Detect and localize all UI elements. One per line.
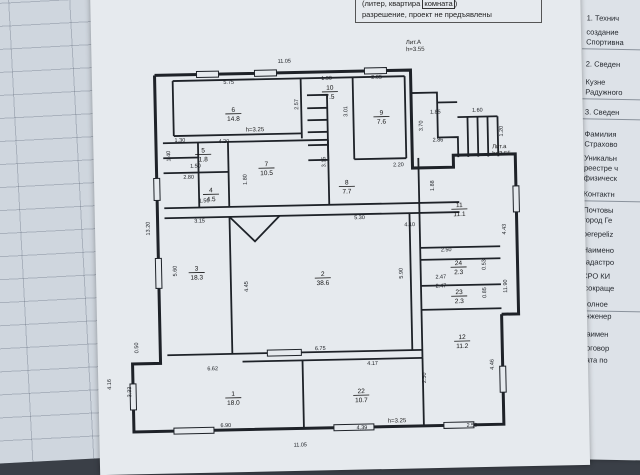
room-number: 23 xyxy=(455,289,463,296)
dimension-label: 1.40 xyxy=(166,151,172,162)
room-area: 11.2 xyxy=(456,343,469,350)
room-number: 6 xyxy=(231,107,235,114)
dimension-label: 13.20 xyxy=(146,222,152,236)
dimension-label: 4.46 xyxy=(490,359,496,370)
floor-plan: 614.8107.597.651.8710.587.744.51111.1318… xyxy=(0,0,640,450)
dimension-label: 11.90 xyxy=(503,279,509,292)
dimension-label: 4.20 xyxy=(219,139,230,145)
room-number: 1 xyxy=(231,391,235,398)
dimension-label: 4.45 xyxy=(244,281,250,292)
dimension-label: 2.50 xyxy=(422,372,428,383)
dimension-label: 1.88 xyxy=(430,180,436,191)
dimension-label: 1.60 xyxy=(472,108,483,114)
room-number: 5 xyxy=(201,147,205,154)
dimension-label: 1.85 xyxy=(430,109,441,115)
dimension-label: 1.50 xyxy=(190,163,201,169)
dimension-label: 3.15 xyxy=(194,218,205,224)
dimension-label: 1.30 xyxy=(174,138,185,144)
room-number: 4 xyxy=(209,187,213,194)
dimension-label: 4.10 xyxy=(404,222,415,228)
dimension-label: 6.75 xyxy=(315,346,326,352)
room-area: 10.5 xyxy=(260,170,273,177)
room-area: 18.3 xyxy=(190,274,203,281)
dimension-label: 3.01 xyxy=(343,106,349,117)
dimension-label: 3.70 xyxy=(419,120,425,131)
room-area: 7.5 xyxy=(325,94,335,101)
dimension-label: 1.50 xyxy=(199,198,210,204)
dimension-label: 2.86 xyxy=(433,137,444,143)
dimension-label: 5.75 xyxy=(223,80,234,86)
dimension-label: 1.90 xyxy=(321,76,332,82)
dimension-label: 2.57 xyxy=(294,99,300,110)
room-area: 2.3 xyxy=(455,298,465,305)
outer-walls xyxy=(127,68,521,432)
room-area: 18.0 xyxy=(227,400,240,407)
dimension-label: 5.30 xyxy=(354,215,365,221)
room-area: 11.1 xyxy=(453,211,466,218)
lit-a-height: h=3.55 xyxy=(406,47,425,53)
room-area: 7.7 xyxy=(342,188,352,195)
dimension-label: 4.43 xyxy=(502,224,508,235)
dimension-label: 6.62 xyxy=(207,366,218,372)
dimension-label: 4.17 xyxy=(367,361,378,367)
room-number: 8 xyxy=(345,179,349,186)
room-area: 2.3 xyxy=(454,269,464,276)
inner-walls xyxy=(162,74,504,431)
room-number: 3 xyxy=(195,266,199,273)
dimension-label: 2.80 xyxy=(183,175,194,181)
dimension-label: 2.20 xyxy=(393,162,404,168)
room-number: 7 xyxy=(265,161,269,168)
lit-a1-height: h=3.55 xyxy=(492,151,511,157)
dimension-label: 11.05 xyxy=(278,59,291,65)
dimension-label: 0.85 xyxy=(482,287,488,298)
dimension-label: 0.53 xyxy=(481,259,487,270)
dimension-label: 5.60 xyxy=(173,266,179,277)
dimension-label: 6.90 xyxy=(220,423,231,429)
room-number: 2 xyxy=(321,271,325,278)
dimension-label: 1.20 xyxy=(499,126,505,137)
room-area: 7.6 xyxy=(377,119,387,126)
room-area: 1.8 xyxy=(199,156,209,163)
room-number: 11 xyxy=(456,202,463,209)
dimension-label: 5.90 xyxy=(399,268,405,279)
lit-a1-label: Лит.а xyxy=(492,144,507,150)
room-area: 14.8 xyxy=(227,116,240,123)
room-number: 24 xyxy=(455,260,463,267)
dimension-labels: 11.05 5.75 1.90 2.05 2.57 3.01 3.70 1.30 4.20 1.4… xyxy=(100,54,512,450)
room-number: 12 xyxy=(458,334,466,341)
dimension-label: 4.39 xyxy=(357,425,368,431)
dimension-label: 2.47 xyxy=(436,283,447,289)
room-area: 10.7 xyxy=(355,397,368,404)
room5-height: h=3.25 xyxy=(246,127,265,133)
room-number: 10 xyxy=(326,85,334,92)
dimension-label: 3.15 xyxy=(321,156,327,167)
lit-a-label: Лит.А xyxy=(406,40,421,46)
dimension-label: 3.33 xyxy=(127,387,133,398)
dimension-label: 11.05 xyxy=(294,442,307,448)
room-number: 9 xyxy=(379,110,383,117)
dimension-label: 2.05 xyxy=(371,75,382,81)
dimension-label: 2.47 xyxy=(435,274,446,280)
dimension-label: 2.50 xyxy=(467,423,478,429)
dimension-label: 1.80 xyxy=(243,174,249,185)
dimension-label: 4.16 xyxy=(107,379,113,390)
dimension-label: 2.50 xyxy=(441,247,452,253)
room-number: 22 xyxy=(357,388,365,395)
room22-height: h=3.25 xyxy=(388,418,407,424)
dimension-label: 0.50 xyxy=(134,342,140,353)
room-area: 38.6 xyxy=(317,280,330,287)
